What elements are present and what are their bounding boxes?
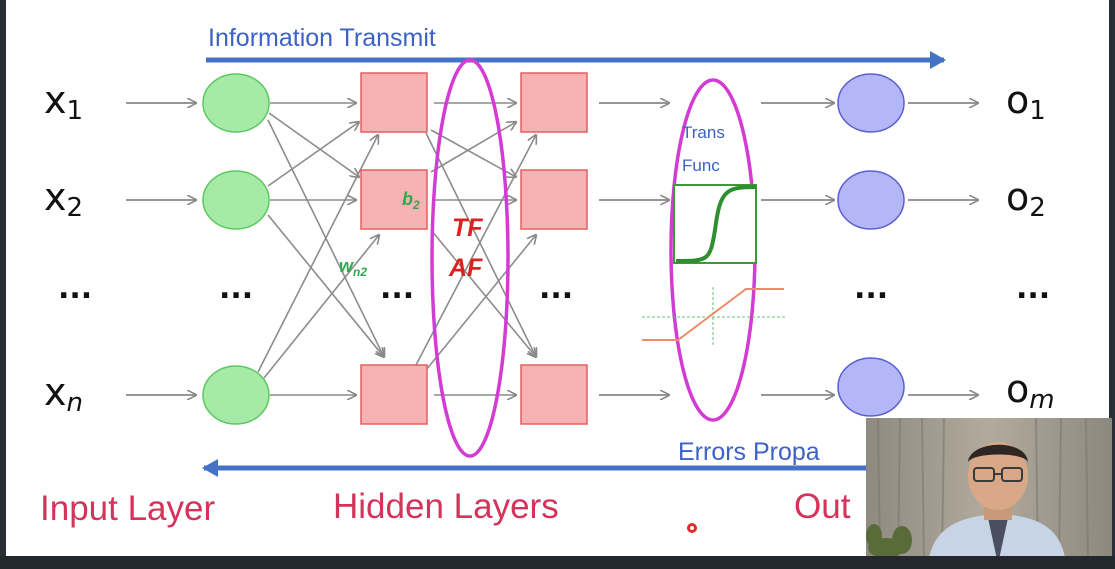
- hidden-node: [360, 169, 428, 230]
- output-layer-title: Out: [794, 487, 851, 526]
- trans-func-label-line2: Func: [682, 156, 720, 175]
- hidden-node: [360, 364, 428, 425]
- bottom-bar: [0, 556, 1115, 569]
- information-transmit-label: Information Transmit: [208, 24, 436, 52]
- hidden-layer-1-nodes: [360, 72, 428, 425]
- laser-pointer-dot: [687, 523, 697, 533]
- weight-label: wn2: [339, 256, 367, 279]
- input-label-xn: xn: [44, 370, 83, 418]
- af-label: AF: [448, 254, 483, 282]
- input-nodes-ellipsis: ...: [219, 271, 253, 306]
- connections-input-hidden: [257, 103, 384, 395]
- connections-hidden-hidden: [415, 103, 536, 395]
- input-node: [202, 73, 270, 133]
- activation-function-highlight: [430, 58, 510, 458]
- hidden-node: [520, 169, 588, 230]
- input-ellipsis: ...: [58, 271, 92, 306]
- tf-label: TF: [452, 214, 483, 242]
- neural-network-diagram: Information Transmit Errors Propa x1 x2 …: [40, 24, 1055, 533]
- output-layer-nodes: [837, 73, 905, 417]
- hidden-layer-2-nodes: [520, 72, 588, 425]
- bias-label: b2: [402, 189, 420, 212]
- hidden-layers-title: Hidden Layers: [333, 487, 559, 526]
- output-nodes-ellipsis: ...: [854, 271, 888, 306]
- output-node: [837, 73, 905, 133]
- output-node: [837, 357, 905, 417]
- presenter-webcam-video: [866, 418, 1112, 564]
- hidden-node: [520, 364, 588, 425]
- slide: Information Transmit Errors Propa x1 x2 …: [6, 0, 1109, 556]
- output-label-om: om: [1006, 367, 1055, 415]
- input-arrows: [126, 103, 196, 395]
- output-node: [837, 170, 905, 230]
- output-label-o1: o1: [1006, 78, 1046, 126]
- ramp-function-graph: [642, 287, 786, 347]
- input-layer-nodes: [202, 73, 270, 425]
- input-label-x2: x2: [44, 175, 83, 223]
- input-layer-title: Input Layer: [40, 489, 215, 528]
- output-label-o2: o2: [1006, 175, 1046, 223]
- input-label-x1: x1: [44, 78, 83, 126]
- hidden-node: [360, 72, 428, 133]
- hidden2-ellipsis: ...: [539, 271, 573, 306]
- input-node: [202, 170, 270, 230]
- trans-func-label-line1: Trans: [682, 123, 725, 142]
- sigmoid-curve-icon: [673, 184, 757, 264]
- hidden1-ellipsis: ...: [380, 271, 414, 306]
- input-node: [202, 365, 270, 425]
- output-arrows: [599, 103, 978, 395]
- output-ellipsis: ...: [1016, 271, 1050, 306]
- hidden-node: [520, 72, 588, 133]
- errors-propagation-label: Errors Propa: [678, 438, 820, 466]
